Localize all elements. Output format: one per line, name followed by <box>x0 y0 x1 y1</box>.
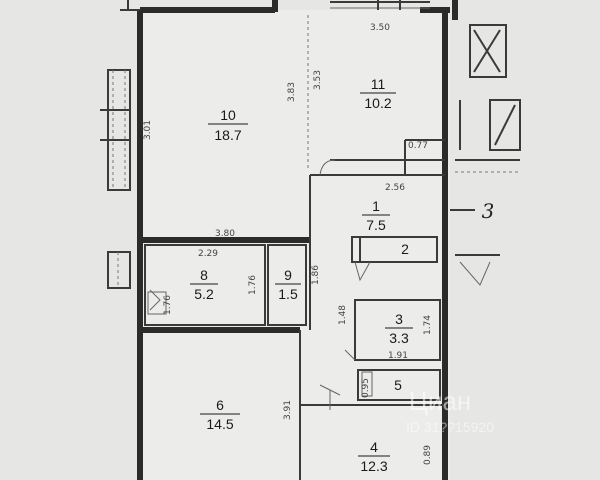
dim-room4-side: 0.89 <box>423 445 433 465</box>
room-8-label: 8 5.2 <box>190 267 218 302</box>
svg-text:5: 5 <box>394 377 402 393</box>
room-4-label: 4 12.3 <box>358 439 390 474</box>
dim-room8-side: 1.76 <box>248 275 258 295</box>
svg-text:5.2: 5.2 <box>194 286 214 302</box>
room-2-label: 2 <box>401 241 409 257</box>
svg-text:3.3: 3.3 <box>389 330 409 346</box>
left-windows <box>100 69 131 289</box>
interior-walls <box>140 15 445 480</box>
dim-room8-bottom-left: 1.76 <box>163 295 173 315</box>
dimension-labels: 3.50 3.01 3.83 3.53 0.77 2.56 3.80 2.29 … <box>143 23 433 465</box>
svg-text:2: 2 <box>401 241 409 257</box>
svg-text:14.5: 14.5 <box>206 416 233 432</box>
room-labels: 10 18.7 11 10.2 1 7.5 2 8 5.2 9 1.5 3 <box>190 76 413 474</box>
room-6-label: 6 14.5 <box>200 397 240 432</box>
outer-walls <box>137 0 458 480</box>
room-10-label: 10 18.7 <box>208 107 248 143</box>
room-3-label: 3 3.3 <box>385 311 413 346</box>
watermark-id: ID 31??15920 <box>406 419 494 435</box>
dim-corridor-width: 2.56 <box>385 183 405 193</box>
dim-room6-side: 3.91 <box>283 400 293 420</box>
svg-text:18.7: 18.7 <box>214 127 241 143</box>
room-9-label: 9 1.5 <box>275 267 301 302</box>
room-1-label: 1 7.5 <box>362 198 390 233</box>
dim-room3-side-left: 1.48 <box>338 305 348 325</box>
room-11-label: 11 10.2 <box>360 76 396 111</box>
svg-text:1: 1 <box>372 198 380 214</box>
dim-room10-bottom: 3.80 <box>215 229 235 239</box>
watermark: Циан ID 31??15920 <box>406 386 494 435</box>
svg-text:9: 9 <box>284 267 292 283</box>
svg-text:10: 10 <box>220 107 236 123</box>
dim-small-top: 0.77 <box>408 141 428 151</box>
svg-text:6: 6 <box>216 397 224 413</box>
dim-room3-bottom: 1.91 <box>388 351 408 361</box>
dim-room10-side: 3.01 <box>143 120 153 140</box>
svg-text:3: 3 <box>395 311 403 327</box>
svg-text:10.2: 10.2 <box>364 95 391 111</box>
door-swings <box>147 159 373 410</box>
dim-room5-side: 0.95 <box>361 378 371 398</box>
svg-text:4: 4 <box>370 439 378 455</box>
svg-text:12.3: 12.3 <box>360 458 387 474</box>
svg-text:11: 11 <box>371 76 386 92</box>
top-fragments <box>120 0 430 11</box>
svg-text:7.5: 7.5 <box>366 217 386 233</box>
room-5-label: 5 <box>394 377 402 393</box>
section-marker: 3 <box>482 199 495 223</box>
dim-room8-top: 2.29 <box>198 249 218 259</box>
svg-text:1.5: 1.5 <box>278 286 298 302</box>
dim-corridor-side: 1.86 <box>311 265 321 285</box>
dim-room11-a: 3.83 <box>287 82 297 102</box>
dim-room11-b: 3.53 <box>313 70 323 90</box>
right-structures <box>450 24 521 286</box>
watermark-brand: Циан <box>409 386 472 416</box>
svg-text:8: 8 <box>200 267 208 283</box>
dim-room3-side-right: 1.74 <box>423 315 433 335</box>
dim-top: 3.50 <box>370 23 390 33</box>
